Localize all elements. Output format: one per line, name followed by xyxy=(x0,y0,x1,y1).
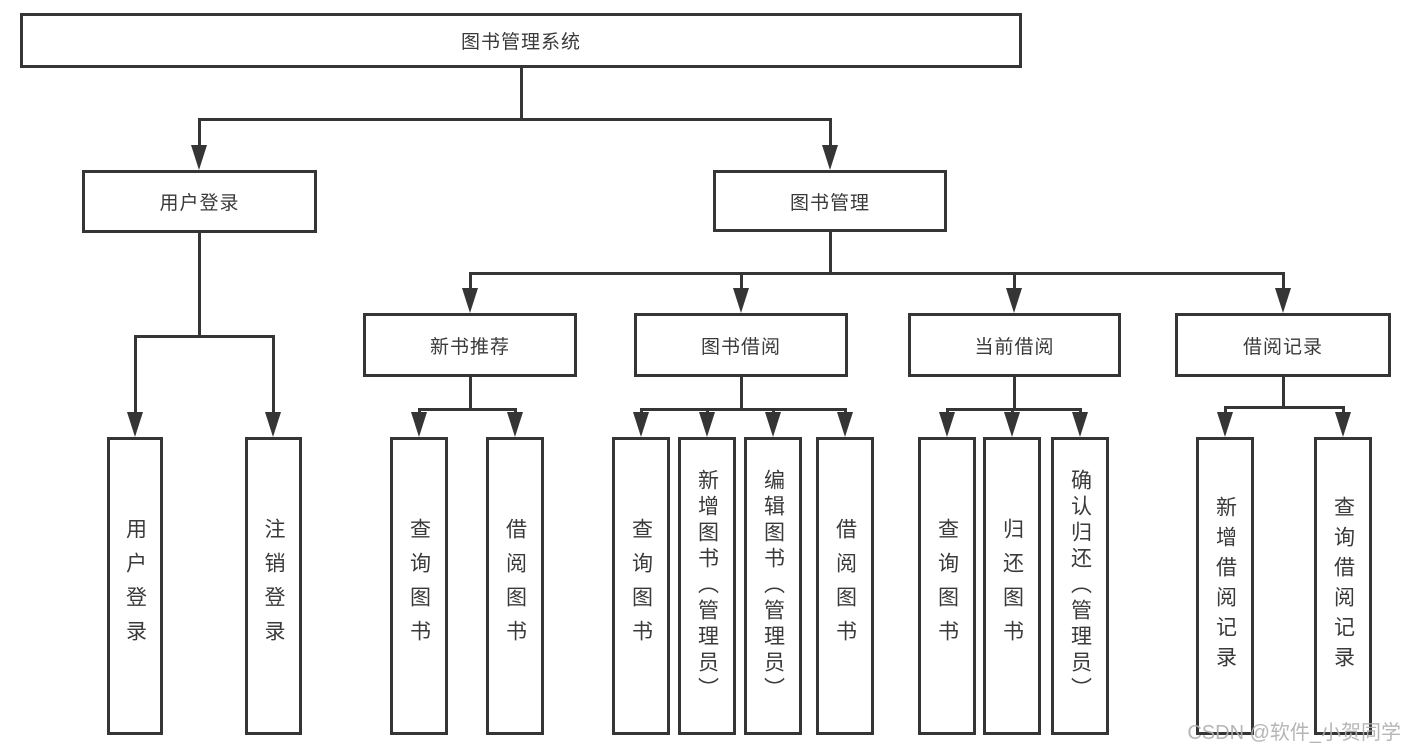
connector-current-borrow-rail xyxy=(947,408,1081,411)
arrow-down-icon xyxy=(127,412,143,437)
node-book-borrow-label: 图书借阅 xyxy=(700,336,781,358)
arrow-down-icon xyxy=(633,412,649,437)
leaf-nbr-borrow-books-label: 借阅图书 xyxy=(503,518,527,654)
arrow-down-icon xyxy=(837,412,853,437)
leaf-cb-confirm-return-admin: 确认归还（管理员） xyxy=(1051,437,1109,735)
node-root: 图书管理系统 xyxy=(20,13,1022,68)
connector-to-new-book-rec xyxy=(469,272,472,290)
node-new-book-rec-label: 新书推荐 xyxy=(429,336,510,358)
node-borrow-record: 借阅记录 xyxy=(1175,313,1391,377)
leaf-cb-confirm-return-admin-label: 确认归还（管理员） xyxy=(1068,469,1092,703)
arrow-down-icon xyxy=(265,412,281,437)
connector-new-book-rec-rail xyxy=(419,408,516,411)
leaf-cb-return-books: 归还图书 xyxy=(983,437,1041,735)
connector-leaf-drop xyxy=(418,408,421,414)
connector-new-book-rec-stem xyxy=(469,377,472,408)
arrow-down-icon xyxy=(462,288,478,313)
arrow-down-icon xyxy=(507,412,523,437)
node-book-borrow: 图书借阅 xyxy=(634,313,848,377)
connector-to-current-borrow xyxy=(1013,272,1016,290)
csdn-watermark: CSDN @软件_小贺同学 xyxy=(1187,722,1401,744)
leaf-br-add-record-label: 新增借阅记录 xyxy=(1213,496,1237,676)
connector-root-rail xyxy=(199,118,831,121)
arrow-down-icon xyxy=(822,145,838,170)
arrow-down-icon xyxy=(1072,412,1088,437)
node-current-borrow: 当前借阅 xyxy=(908,313,1121,377)
leaf-user-login-label: 用户登录 xyxy=(123,518,147,654)
node-book-mgmt-label: 图书管理 xyxy=(789,192,870,214)
connector-user-login-stem xyxy=(198,233,201,335)
connector-leaf-drop xyxy=(772,408,775,414)
arrow-down-icon xyxy=(1217,412,1233,437)
connector-leaf-drop xyxy=(706,408,709,414)
arrow-down-icon xyxy=(191,145,207,170)
arrow-down-icon xyxy=(765,412,781,437)
connector-book-mgmt-rail xyxy=(470,272,1284,275)
leaf-bb-borrow-books-label: 借阅图书 xyxy=(833,518,857,654)
leaf-cb-query-books: 查询图书 xyxy=(918,437,976,735)
connector-to-book-mgmt xyxy=(829,118,832,148)
connector-book-mgmt-stem xyxy=(829,232,832,272)
connector-book-borrow-rail xyxy=(641,408,846,411)
node-user-login-label: 用户登录 xyxy=(159,193,240,214)
arrow-down-icon xyxy=(699,412,715,437)
leaf-nbr-borrow-books: 借阅图书 xyxy=(486,437,544,735)
leaf-bb-query-books: 查询图书 xyxy=(612,437,670,735)
node-root-label: 图书管理系统 xyxy=(460,32,581,53)
leaf-user-login: 用户登录 xyxy=(107,437,163,735)
node-user-login: 用户登录 xyxy=(82,170,317,233)
arrow-down-icon xyxy=(939,412,955,437)
leaf-bb-edit-books-admin: 编辑图书（管理员） xyxy=(744,437,802,735)
leaf-nbr-query-books: 查询图书 xyxy=(390,437,448,735)
connector-leaf-drop xyxy=(946,408,949,414)
connector-to-user-login xyxy=(198,118,201,148)
arrow-down-icon xyxy=(1335,412,1351,437)
arrow-down-icon xyxy=(1006,288,1022,313)
leaf-cb-query-books-label: 查询图书 xyxy=(935,518,959,654)
connector-book-borrow-stem xyxy=(740,377,743,408)
connector-leaf-drop xyxy=(1224,406,1227,414)
leaf-br-add-record: 新增借阅记录 xyxy=(1196,437,1254,735)
connector-root-stem xyxy=(520,68,523,118)
connector-leaf-drop xyxy=(1342,406,1345,414)
leaf-br-query-record: 查询借阅记录 xyxy=(1314,437,1372,735)
node-borrow-record-label: 借阅记录 xyxy=(1242,336,1323,358)
arrow-down-icon xyxy=(1275,288,1291,313)
node-current-borrow-label: 当前借阅 xyxy=(974,336,1055,358)
connector-leaf-drop xyxy=(1011,408,1014,414)
connector-to-borrow-record xyxy=(1282,272,1285,290)
connector-to-book-borrow xyxy=(740,272,743,290)
connector-user-login-rail xyxy=(135,335,274,338)
node-new-book-rec: 新书推荐 xyxy=(363,313,577,377)
connector-to-leaf-logout xyxy=(272,335,275,414)
connector-current-borrow-stem xyxy=(1013,377,1016,408)
connector-leaf-drop xyxy=(640,408,643,414)
leaf-nbr-query-books-label: 查询图书 xyxy=(407,518,431,654)
connector-leaf-drop xyxy=(1079,408,1082,414)
leaf-bb-edit-books-admin-label: 编辑图书（管理员） xyxy=(761,469,785,703)
connector-borrow-record-stem xyxy=(1282,377,1285,406)
leaf-bb-query-books-label: 查询图书 xyxy=(629,518,653,654)
leaf-cb-return-books-label: 归还图书 xyxy=(1000,518,1024,654)
connector-borrow-record-rail xyxy=(1225,406,1344,409)
arrow-down-icon xyxy=(411,412,427,437)
connector-leaf-drop xyxy=(844,408,847,414)
leaf-logout-label: 注销登录 xyxy=(262,518,285,654)
leaf-bb-borrow-books: 借阅图书 xyxy=(816,437,874,735)
leaf-bb-add-books-admin-label: 新增图书（管理员） xyxy=(695,469,719,703)
node-book-mgmt: 图书管理 xyxy=(713,170,947,232)
leaf-bb-add-books-admin: 新增图书（管理员） xyxy=(678,437,736,735)
connector-leaf-drop xyxy=(514,408,517,414)
leaf-br-query-record-label: 查询借阅记录 xyxy=(1331,496,1355,676)
leaf-logout: 注销登录 xyxy=(245,437,302,735)
arrow-down-icon xyxy=(1004,412,1020,437)
connector-to-leaf-user-login xyxy=(134,335,137,414)
arrow-down-icon xyxy=(733,288,749,313)
